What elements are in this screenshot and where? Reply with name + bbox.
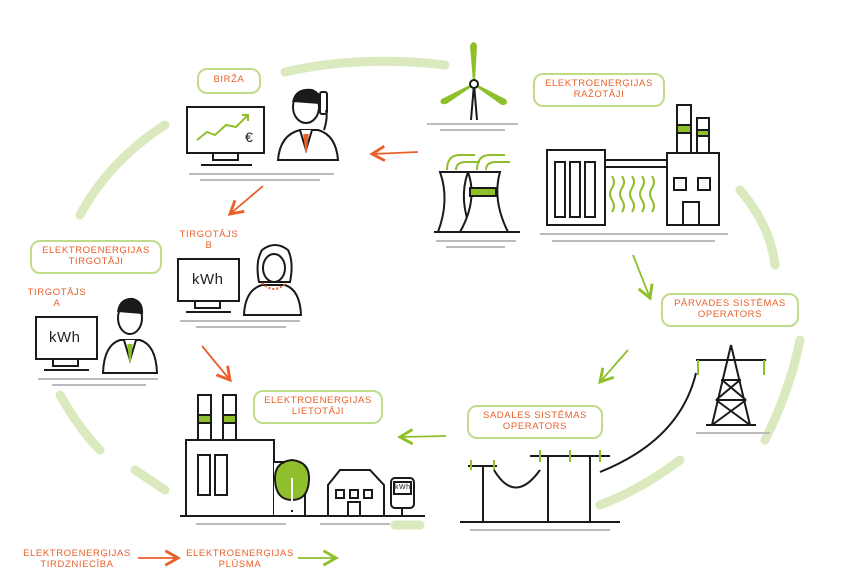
tso-label-line2: OPERATORS [697, 309, 763, 320]
consumers-label-line2: LIETOTĀJI [291, 406, 345, 417]
euro-symbol: € [245, 129, 253, 145]
label-pill-exchange [197, 68, 261, 94]
transmission-pylon-icon [599, 344, 770, 473]
consumers-label-line1: ELEKTROENERĢIJAS [264, 395, 372, 406]
dso-label-line2: OPERATORS [502, 421, 568, 432]
consumers-illustration [180, 394, 425, 525]
trade-arrow-producers-to-exchange [369, 145, 419, 162]
label-pill-consumers [253, 390, 383, 424]
trader-b-label-line2: B [205, 240, 213, 251]
dso-label-line1: SADALES SISTĒMAS [482, 410, 588, 421]
label-pill-producers [533, 73, 665, 107]
tso-label-line1: PĀRVADES SISTĒMAS [674, 298, 786, 309]
chart-monitor-icon [186, 106, 265, 154]
trader-a-label-line2: A [53, 298, 61, 309]
trader-b-illustration [177, 244, 303, 328]
flow-arrow-tso-to-dso [598, 349, 629, 385]
exchange-illustration: € [186, 88, 340, 181]
legend-trade-label-line1: ELEKTROENERĢIJAS [23, 548, 131, 559]
trade-arrows [138, 145, 419, 567]
legend-trade-label-line2: TIRDZNIECĪBA [40, 559, 114, 570]
label-pill-dso [467, 405, 603, 439]
traders-label-line1: ELEKTROENERĢIJAS [42, 245, 150, 256]
trader-b-label-line1: TIRGOTĀJS [179, 229, 239, 240]
flow-arrow-producers-to-tso [632, 254, 654, 301]
legend-flow-label-line2: PLŪSMA [218, 559, 262, 570]
power-plant-icon [540, 104, 728, 242]
legend-flow-label-line1: ELEKTROENERĢIJAS [186, 548, 294, 559]
trade-arrow-exchange-to-traders [227, 185, 264, 216]
label-pill-traders [30, 240, 162, 274]
trade-arrow-traders-to-consumers [201, 345, 232, 383]
producers-label-line1: ELEKTROENERĢIJAS [545, 78, 653, 89]
trader-a-label-line1: TIRGOTĀJS [27, 287, 87, 298]
distribution-poles-icon [460, 450, 620, 531]
trader-a-illustration [35, 297, 159, 386]
kwh-text-meter: kWh [395, 484, 411, 491]
kwh-text-a: kWh [49, 329, 81, 346]
flow-arrows [298, 254, 654, 567]
wind-turbine-icon [427, 42, 518, 131]
flow-arrow-dso-to-consumers [397, 428, 447, 446]
kwh-monitor-a-icon [35, 316, 98, 360]
exchange-label: BIRŽA [213, 74, 245, 85]
trader-person-icon [276, 88, 340, 161]
kwh-text-b: kWh [192, 271, 224, 288]
cycle-ring [55, 56, 805, 530]
label-pill-tso [661, 293, 799, 327]
producers-label-line2: RAŽOTĀJI [573, 89, 625, 100]
traders-label-line2: TIRGOTĀJI [68, 256, 124, 267]
cooling-towers-icon [434, 154, 520, 248]
